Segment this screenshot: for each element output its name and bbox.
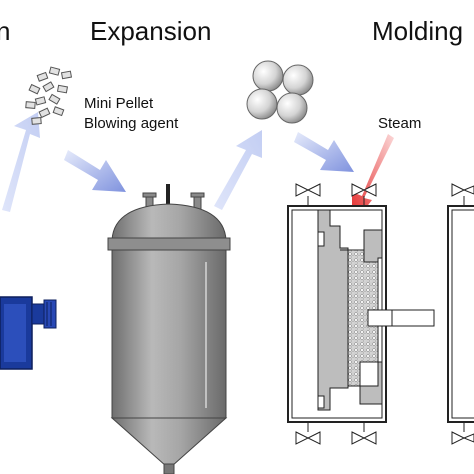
expanded-bead-icon: [246, 60, 314, 124]
stage-title-expansion: Expansion: [90, 16, 212, 46]
steam-label: Steam: [378, 115, 422, 132]
stage-title-previous: n: [0, 16, 11, 46]
arrow-to-beads: [214, 130, 262, 210]
mold-unit: [287, 183, 435, 445]
pellet-label-line1: Mini Pellet: [84, 95, 154, 112]
arrow-to-vessel: [64, 150, 126, 192]
stage-title-molding: Molding: [372, 16, 464, 46]
arrow-to-pellets: [2, 112, 40, 212]
steam-arrow: [352, 134, 394, 226]
expansion-vessel: [107, 184, 231, 474]
mold-unit-2: [447, 183, 474, 445]
pellet-label-line2: Blowing agent: [84, 115, 179, 132]
bowtie-valve-icon: [295, 183, 377, 206]
pellet-cluster-icon: [25, 66, 73, 125]
bowtie-valve-icon: [295, 422, 377, 445]
extruder: [0, 296, 57, 370]
arrow-to-mold: [294, 132, 354, 172]
